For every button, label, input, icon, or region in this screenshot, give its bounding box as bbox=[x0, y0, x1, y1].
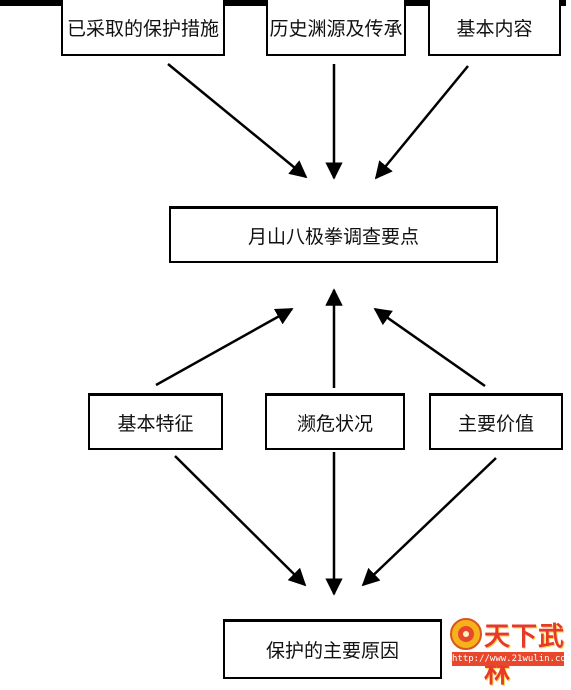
node-basic-content: 基本内容 bbox=[428, 0, 561, 56]
arrows-layer bbox=[155, 63, 497, 596]
node-main-value: 主要价值 bbox=[429, 393, 563, 450]
node-survey-points: 月山八极拳调查要点 bbox=[169, 206, 498, 263]
watermark-url: http://www.21wulin.com bbox=[452, 652, 571, 666]
arrow-features-to-reason bbox=[174, 455, 307, 587]
arrow-value-to-center bbox=[373, 307, 486, 388]
watermark-logo-icon bbox=[450, 618, 482, 650]
node-history-heritage: 历史渊源及传承 bbox=[266, 0, 406, 56]
arrow-measures-to-center bbox=[167, 63, 308, 179]
arrow-value-to-reason bbox=[361, 457, 497, 587]
arrow-features-to-center bbox=[155, 307, 294, 387]
node-main-reasons: 保护的主要原因 bbox=[223, 619, 442, 679]
node-protection-measures: 已采取的保护措施 bbox=[61, 0, 225, 56]
arrow-content-to-center bbox=[374, 65, 469, 180]
node-basic-features: 基本特征 bbox=[88, 393, 223, 450]
node-endangered-status: 濒危状况 bbox=[265, 393, 405, 450]
